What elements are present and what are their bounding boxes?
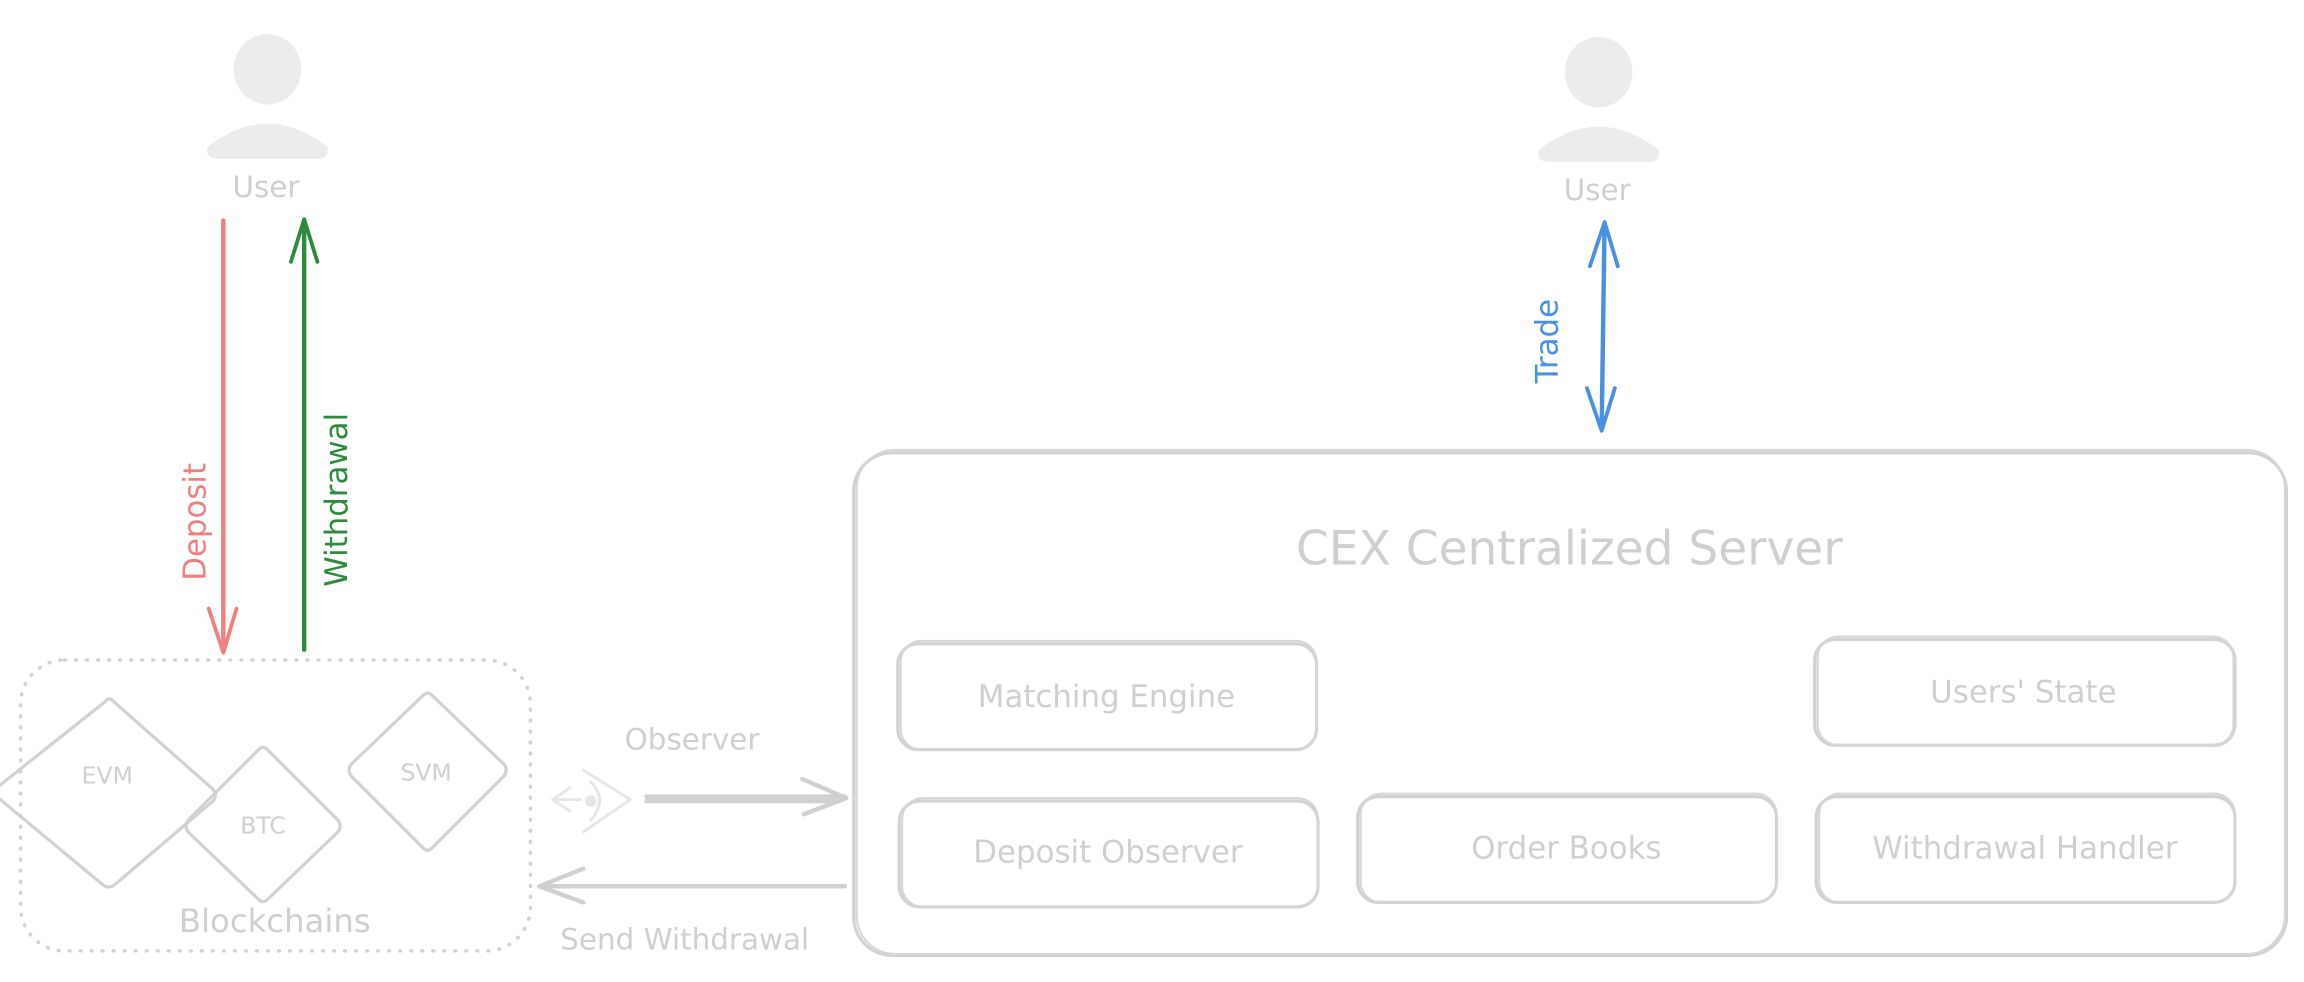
blockchains-label: Blockchains <box>179 902 371 940</box>
chain-btc: BTC <box>184 745 342 904</box>
withdrawal-label: Withdrawal <box>319 413 355 587</box>
user-right-label: User <box>1564 173 1632 207</box>
cex-server: CEX Centralized Server Matching Engine U… <box>852 448 2288 957</box>
chain-svm-label: SVM <box>400 758 451 786</box>
user-right: User <box>1538 36 1660 207</box>
chain-evm: EVM <box>0 697 217 889</box>
blockchains-group: EVM BTC SVM Blockchains <box>0 658 533 953</box>
chain-svm: SVM <box>347 691 508 852</box>
trade-arrow: Trade <box>1530 220 1620 433</box>
user-left-label: User <box>232 170 300 204</box>
component-deposit-observer: Deposit Observer <box>897 797 1320 909</box>
user-icon <box>207 34 328 159</box>
send-withdrawal-label: Send Withdrawal <box>560 922 809 956</box>
observer-label: Observer <box>625 723 761 757</box>
component-label: Deposit Observer <box>973 835 1243 871</box>
component-label: Matching Engine <box>978 679 1235 715</box>
chain-evm-label: EVM <box>82 761 133 789</box>
component-order-books: Order Books <box>1356 792 1779 905</box>
component-label: Order Books <box>1471 830 1661 866</box>
user-left: User <box>207 34 328 204</box>
component-withdrawal-handler: Withdrawal Handler <box>1814 792 2237 905</box>
component-label: Users' State <box>1930 675 2116 711</box>
send-withdrawal-flow: Send Withdrawal <box>537 866 848 956</box>
component-matching-engine: Matching Engine <box>896 639 1319 752</box>
deposit-label: Deposit <box>178 463 214 581</box>
component-users-state: Users' State <box>1813 635 2237 747</box>
eye-icon <box>551 768 632 834</box>
chain-btc-label: BTC <box>240 811 286 839</box>
withdrawal-arrow: Withdrawal <box>289 217 355 652</box>
deposit-arrow: Deposit <box>178 218 239 655</box>
observer-arrow <box>644 776 849 817</box>
trade-label: Trade <box>1530 299 1566 384</box>
component-label: Withdrawal Handler <box>1872 830 2177 866</box>
user-icon <box>1538 36 1660 162</box>
observer-flow: Observer <box>551 723 849 834</box>
cex-server-container <box>852 451 2288 957</box>
blockchains-container <box>18 658 533 953</box>
cex-server-title: CEX Centralized Server <box>1296 521 1843 576</box>
